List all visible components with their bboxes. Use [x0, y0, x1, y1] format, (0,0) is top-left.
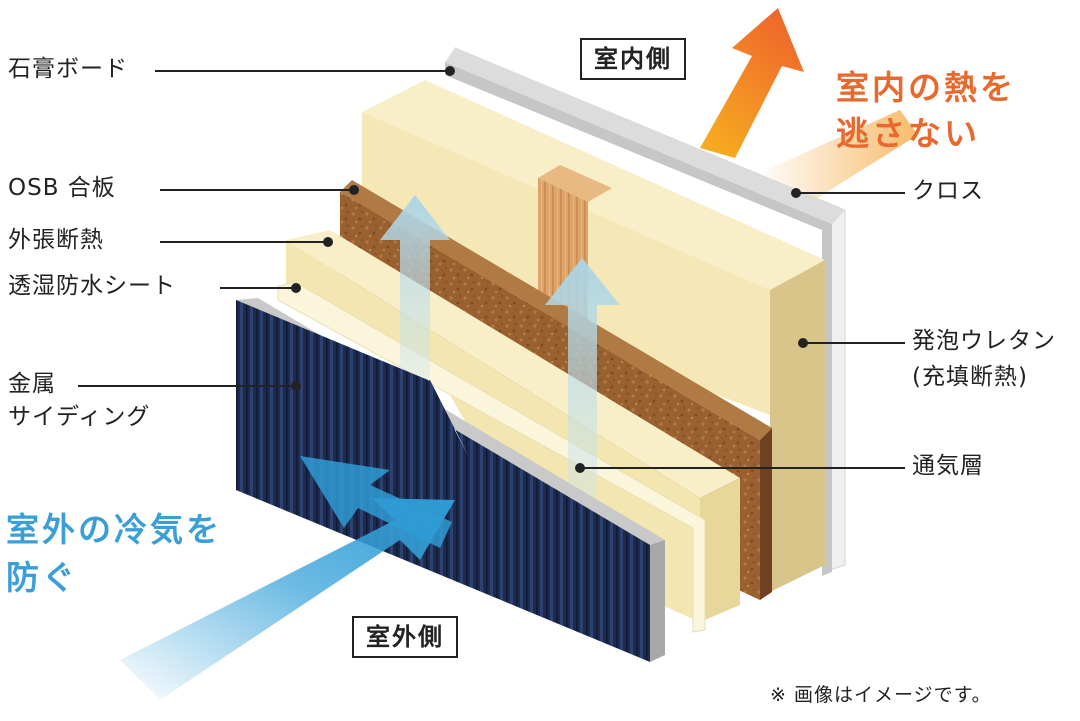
dot-membrane — [291, 283, 301, 293]
heat-arrow — [700, 8, 804, 158]
dot-air-layer — [575, 463, 585, 473]
dot-urethane — [798, 338, 808, 348]
outer-insulation-side — [700, 478, 740, 622]
dot-gypsum — [445, 66, 455, 76]
outer-insulation-top — [286, 230, 740, 498]
label-membrane: 透湿防水シート — [8, 273, 176, 299]
label-urethane-line2: (充填断熱) — [912, 364, 1028, 390]
air-flow-arrow-right — [545, 258, 620, 515]
dot-osb — [349, 185, 359, 195]
indoor-message-line2: 逃さない — [836, 114, 980, 153]
label-siding-line2: サイディング — [8, 404, 151, 430]
label-outer-insulation: 外張断熱 — [8, 227, 104, 253]
gypsum-board-top — [445, 48, 845, 224]
label-siding-line1: 金属 — [8, 371, 56, 397]
label-air-layer: 通気層 — [912, 453, 984, 479]
stud-top — [538, 165, 612, 202]
urethane-side — [770, 260, 825, 592]
outdoor-message-line2: 防ぐ — [6, 558, 78, 597]
indoor-side-box: 室内側 — [580, 38, 686, 80]
air-flow-arrow-left — [380, 195, 450, 388]
outdoor-message-line1: 室外の冷気を — [6, 510, 222, 549]
label-gypsum-board: 石膏ボード — [8, 56, 128, 82]
siding-side-edge — [650, 540, 665, 662]
cold-air-arrow — [120, 498, 455, 700]
dot-siding — [291, 381, 301, 391]
indoor-message-line1: 室内の熱を — [836, 68, 1016, 107]
label-osb: OSB 合板 — [8, 175, 116, 201]
label-cloth: クロス — [912, 178, 984, 204]
membrane-layer — [277, 281, 706, 633]
metal-siding-front — [236, 300, 650, 662]
gypsum-board-layer — [445, 62, 832, 576]
osb-top — [340, 180, 772, 440]
cold-air-arrow-head — [300, 456, 452, 548]
dot-cloth — [791, 188, 801, 198]
outdoor-side-box: 室外側 — [352, 616, 458, 658]
image-note: ※ 画像はイメージです。 — [770, 684, 992, 706]
dot-outer-insulation — [323, 237, 333, 247]
osb-side — [760, 428, 772, 600]
label-urethane-line1: 発泡ウレタン — [912, 328, 1056, 354]
